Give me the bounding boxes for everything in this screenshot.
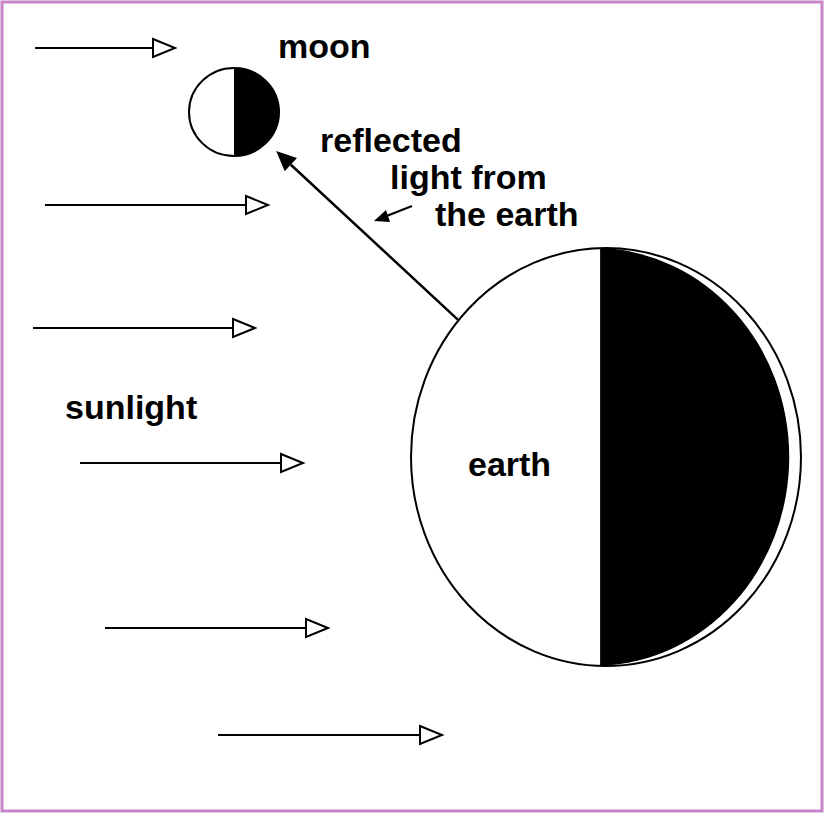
- arrowhead: [276, 151, 297, 171]
- wrap-spacer: [500, 122, 620, 196]
- moon-circle: moon: [188, 67, 280, 157]
- body-label: earth: [468, 447, 551, 481]
- half-lit-body: [188, 67, 280, 157]
- earth-circle: earth: [410, 247, 802, 667]
- wrap-spacer: [320, 122, 435, 233]
- body-label: moon: [278, 29, 371, 63]
- edge-label: reflected light from the earth: [320, 122, 620, 233]
- pointer-arrow: [374, 206, 412, 222]
- sunlight-label: sunlight: [65, 390, 197, 424]
